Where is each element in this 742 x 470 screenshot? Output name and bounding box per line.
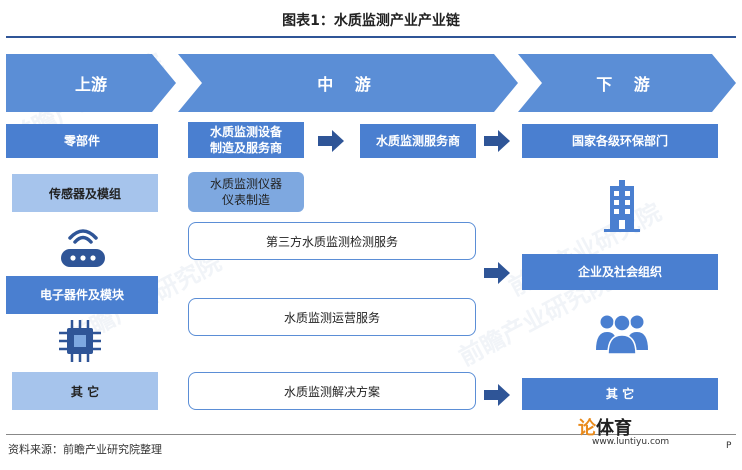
arrow-right-icon bbox=[484, 130, 510, 152]
midstream-service-provider: 水质监测服务商 bbox=[360, 124, 476, 158]
midstream-equipment: 水质监测设备 制造及服务商 bbox=[188, 122, 304, 158]
chip-icon bbox=[58, 318, 102, 364]
arrow-right-icon bbox=[484, 262, 510, 284]
stage-upstream: 上游 bbox=[6, 54, 176, 112]
upstream-header: 零部件 bbox=[6, 124, 158, 158]
chart-title: 图表1：水质监测产业产业链 bbox=[282, 13, 460, 29]
title-divider bbox=[6, 36, 736, 38]
brand-url: www.luntiyu.com bbox=[592, 437, 670, 447]
downstream-government: 国家各级环保部门 bbox=[522, 124, 718, 158]
footer-divider bbox=[6, 434, 736, 435]
stage-downstream: 下 游 bbox=[518, 54, 736, 112]
arrow-right-icon bbox=[318, 130, 344, 152]
building-icon bbox=[604, 180, 640, 232]
midstream-service-testing: 第三方水质监测检测服务 bbox=[188, 222, 476, 260]
downstream-enterprise: 企业及社会组织 bbox=[522, 254, 718, 290]
upstream-item-electronics: 电子器件及模块 bbox=[6, 276, 158, 314]
people-icon bbox=[596, 310, 648, 355]
arrow-right-icon bbox=[484, 384, 510, 406]
brand-logo: 论体育 bbox=[578, 418, 632, 439]
midstream-service-operation: 水质监测运营服务 bbox=[188, 298, 476, 336]
router-icon bbox=[58, 222, 108, 270]
midstream-service-solution: 水质监测解决方案 bbox=[188, 372, 476, 410]
upstream-item-other: 其 它 bbox=[12, 372, 158, 410]
midstream-instrument: 水质监测仪器 仪表制造 bbox=[188, 172, 304, 212]
stage-midstream: 中 游 bbox=[178, 54, 518, 112]
upstream-item-sensor: 传感器及模组 bbox=[12, 174, 158, 212]
source-note: 资料来源：前瞻产业研究院整理 bbox=[8, 443, 162, 456]
downstream-other: 其 它 bbox=[522, 378, 718, 410]
corner-text: P bbox=[726, 441, 732, 451]
